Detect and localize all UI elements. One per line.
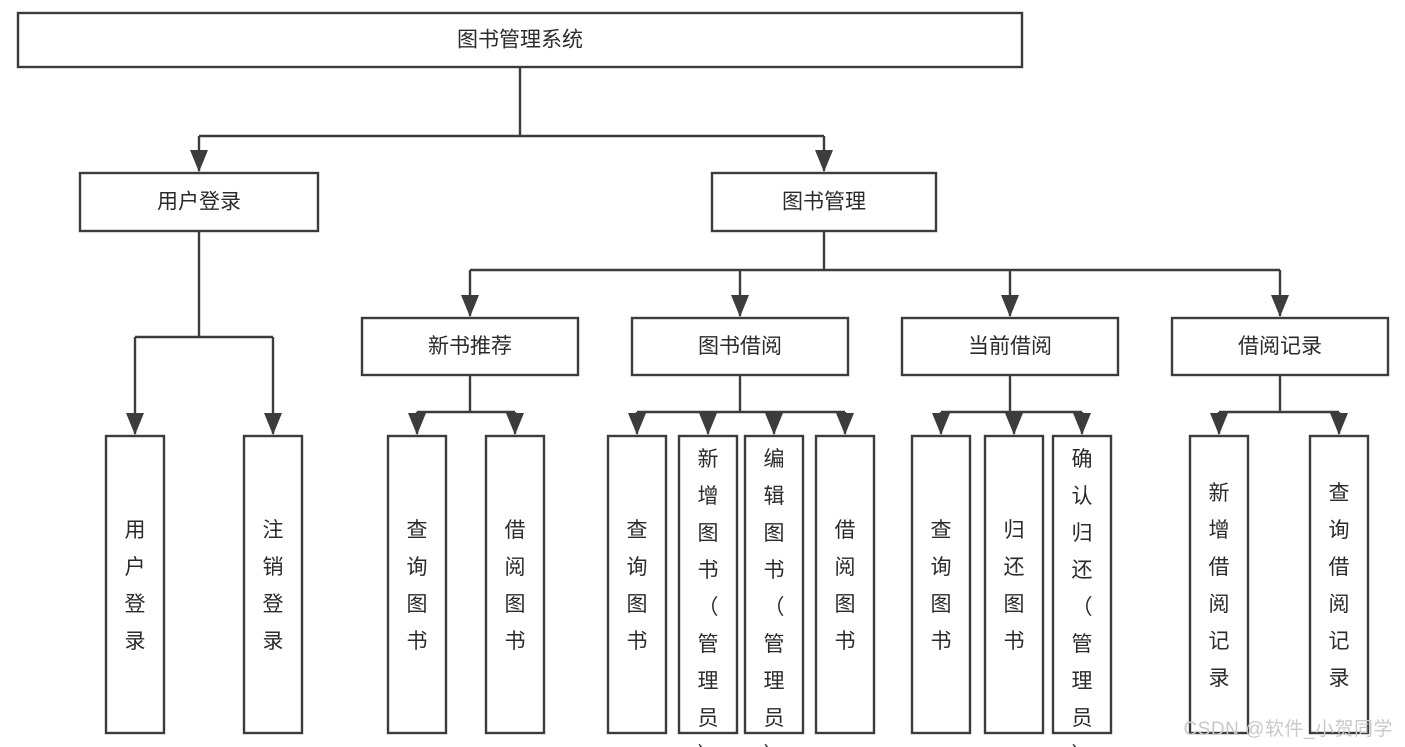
leaf-label: 查询图书 [931,519,952,653]
leaf-node-6[interactable]: 编辑图书（管理员） [743,434,805,747]
arrow-head-icon [126,413,144,435]
leaf-node-12[interactable]: 查询借阅记录 [1308,434,1370,735]
leaf-box[interactable] [242,434,304,735]
node-book-management[interactable]: 图书管理 [710,171,938,233]
leaf-label: 用户登录 [125,519,146,653]
leaf-label: 新增借阅记录 [1209,482,1230,690]
node-label: 当前借阅 [968,335,1052,358]
node-box[interactable] [1170,316,1390,377]
node-label: 用户登录 [157,191,241,214]
leaf-node-11[interactable]: 新增借阅记录 [1188,434,1250,735]
leaf-box[interactable] [677,434,739,735]
node-box[interactable] [630,316,850,377]
arrow-head-icon [1210,413,1228,435]
leaf-label: 编辑图书（管理员） [764,448,785,747]
node-level3-1[interactable]: 图书借阅 [630,316,850,377]
arrow-head-icon [815,150,833,172]
node-label: 图书借阅 [698,335,782,358]
arrow-head-icon [1001,295,1019,317]
arrow-head-icon [190,150,208,172]
leaf-node-10[interactable]: 确认归还（管理员） [1051,434,1113,747]
arrow-head-icon [932,413,950,435]
leaf-box[interactable] [386,434,448,735]
leaf-box[interactable] [104,434,166,735]
node-user-login[interactable]: 用户登录 [78,171,320,233]
leaf-box[interactable] [606,434,668,735]
arrow-head-icon [1330,413,1348,435]
leaf-node-9[interactable]: 归还图书 [983,434,1045,735]
leaf-node-1[interactable]: 注销登录 [242,434,304,735]
node-label: 新书推荐 [428,335,512,358]
arrow-head-icon [1073,413,1091,435]
arrow-head-icon [731,295,749,317]
node-level3-3[interactable]: 借阅记录 [1170,316,1390,377]
arrow-head-icon [765,413,783,435]
node-level3-2[interactable]: 当前借阅 [900,316,1120,377]
leaf-node-5[interactable]: 新增图书（管理员） [677,434,739,747]
node-box[interactable] [710,171,938,233]
leaf-label: 查询借阅记录 [1329,482,1350,690]
leaf-node-3[interactable]: 借阅图书 [484,434,546,735]
leaf-box[interactable] [814,434,876,735]
node-level3-0[interactable]: 新书推荐 [360,316,580,377]
leaf-label: 确认归还（管理员） [1072,448,1093,747]
arrow-head-icon [461,295,479,317]
leaf-node-4[interactable]: 查询图书 [606,434,668,735]
leaf-node-2[interactable]: 查询图书 [386,434,448,735]
leaf-box[interactable] [484,434,546,735]
arrow-head-icon [264,413,282,435]
leaf-label: 借阅图书 [835,519,856,653]
leaf-label: 注销登录 [263,519,284,653]
node-box[interactable] [16,11,1024,69]
leaf-label: 查询图书 [407,519,428,653]
arrow-head-icon [506,413,524,435]
arrow-head-icon [628,413,646,435]
watermark-label: CSDN @软件_小贺同学 [1183,719,1393,740]
leaf-label: 新增图书（管理员） [698,448,719,747]
leaf-label: 归还图书 [1004,519,1025,653]
node-label: 图书管理 [782,191,866,214]
leaf-node-8[interactable]: 查询图书 [910,434,972,735]
leaf-label: 借阅图书 [505,519,526,653]
leaf-node-7[interactable]: 借阅图书 [814,434,876,735]
node-root-system[interactable]: 图书管理系统 [16,11,1024,69]
leaf-box[interactable] [1188,434,1250,735]
arrow-head-icon [699,413,717,435]
leaf-node-0[interactable]: 用户登录 [104,434,166,735]
leaf-box[interactable] [1308,434,1370,735]
leaf-box[interactable] [743,434,805,735]
leaf-box[interactable] [1051,434,1113,735]
leaf-box[interactable] [910,434,972,735]
leaf-label: 查询图书 [627,519,648,653]
leaf-box[interactable] [983,434,1045,735]
arrow-head-icon [408,413,426,435]
node-label: 借阅记录 [1238,335,1322,358]
arrow-head-icon [1005,413,1023,435]
node-label: 图书管理系统 [457,29,583,52]
arrow-head-icon [1271,295,1289,317]
arrow-head-icon [836,413,854,435]
